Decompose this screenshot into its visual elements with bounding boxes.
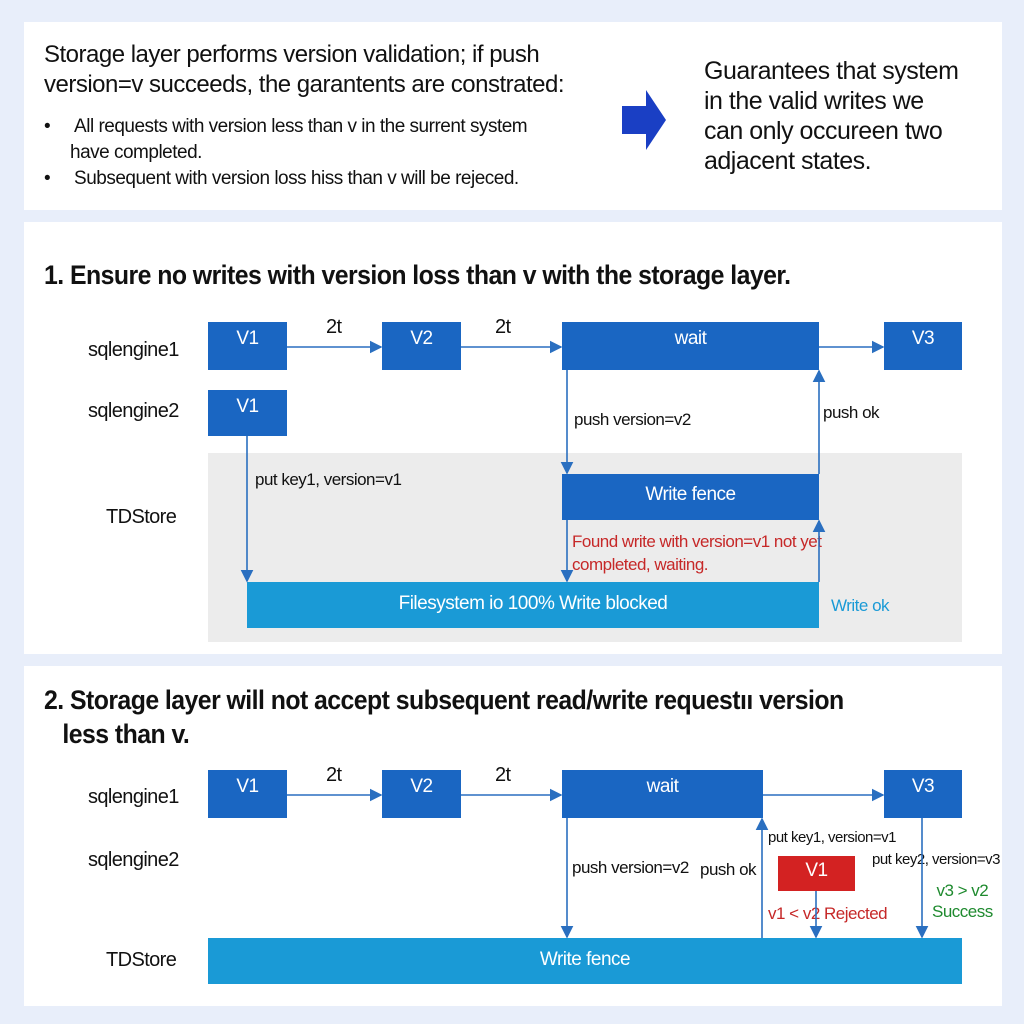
edge-label-2t: 2t	[495, 764, 511, 786]
v2-box: V2	[382, 322, 461, 370]
put-key1-label: put key1, version=v1	[768, 829, 897, 846]
summary-panel	[24, 22, 1002, 210]
row-label-tdstore: TDStore	[106, 949, 177, 971]
wait-box: wait	[562, 322, 819, 370]
bullet-item: • Subsequent with version loss hiss than…	[44, 168, 519, 189]
intro-line: version=v succeeds, the garantents are c…	[44, 71, 564, 98]
v3-box: V3	[884, 770, 962, 818]
rejected-v1-box: V1	[778, 856, 855, 891]
v1-box: V1	[208, 322, 287, 370]
v1-box: V1	[208, 770, 287, 818]
push-ok-label: push ok	[823, 403, 880, 422]
v1-box-sqlengine2: V1	[208, 390, 287, 436]
section2-title: 2. Storage layer will not accept subsequ…	[44, 685, 844, 749]
row-label-sqlengine2: sqlengine2	[88, 400, 179, 422]
push-version-label: push version=v2	[572, 858, 689, 877]
bullet-item: • All requests with version less than v …	[44, 116, 528, 137]
row-label-sqlengine1: sqlengine1	[88, 786, 179, 808]
rejected-label: v1 < v2 Rejected	[768, 904, 888, 923]
row-label-tdstore: TDStore	[106, 506, 177, 528]
push-ok-label: push ok	[700, 860, 757, 879]
edge-label-2t: 2t	[326, 316, 342, 338]
row-label-sqlengine1: sqlengine1	[88, 339, 179, 361]
section1-title: 1. Ensure no writes with version loss th…	[44, 260, 791, 290]
push-version-label: push version=v2	[574, 410, 691, 429]
write-ok-label: Write ok	[831, 596, 890, 615]
put-key1-label: put key1, version=v1	[255, 470, 402, 489]
filesystem-bar: Filesystem io 100% Write blocked	[247, 582, 819, 628]
edge-label-2t: 2t	[326, 764, 342, 786]
edge-label-2t: 2t	[495, 316, 511, 338]
write-fence-bar: Write fence	[208, 938, 962, 984]
wait-box: wait	[562, 770, 763, 818]
bullet-list: • All requests with version less than v …	[44, 114, 528, 192]
write-fence-box: Write fence	[562, 474, 819, 520]
put-key2-label: put key2, version=v3	[872, 851, 1001, 868]
summary-intro: Storage layer performs version validatio…	[44, 40, 564, 100]
bullet-item: have completed.	[70, 142, 202, 163]
v2-box: V2	[382, 770, 461, 818]
row-label-sqlengine2: sqlengine2	[88, 849, 179, 871]
v3-box: V3	[884, 322, 962, 370]
intro-line: Storage layer performs version validatio…	[44, 41, 540, 68]
